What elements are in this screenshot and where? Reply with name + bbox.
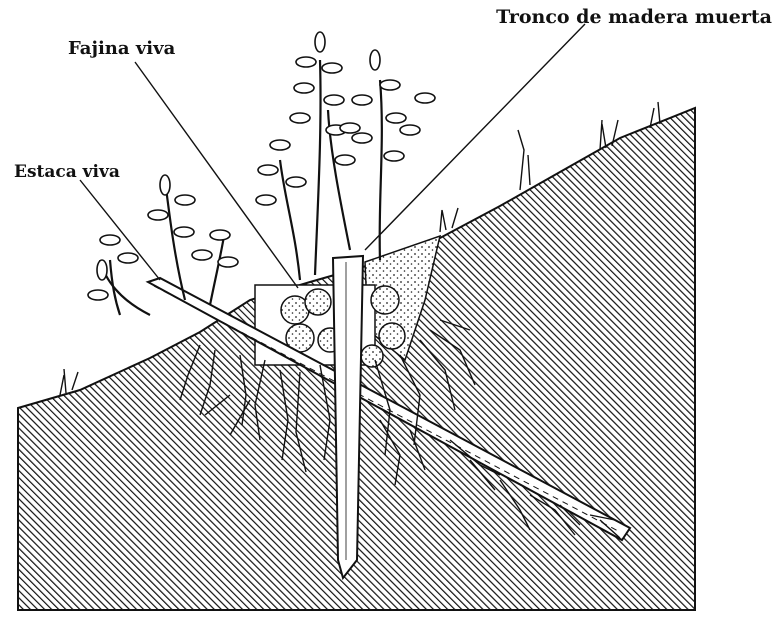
leader-estaca [80,180,160,280]
dead-wood-post [333,256,363,578]
label-live-fascine: Fajina viva [68,38,175,59]
label-dead-wood-trunk: Tronco de madera muerta [496,6,772,28]
label-live-stake: Estaca viva [14,162,120,182]
